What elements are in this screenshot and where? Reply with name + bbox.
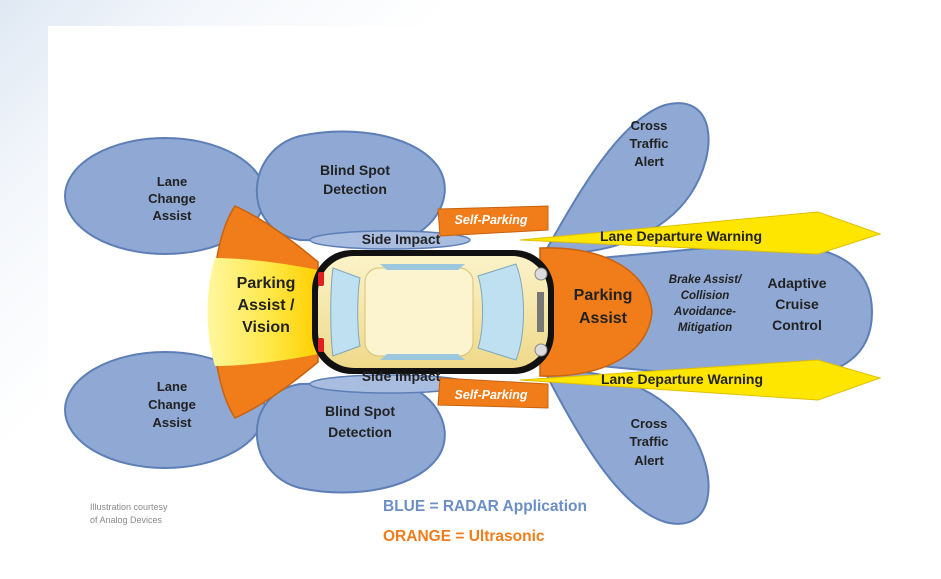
lane-departure-top-zone xyxy=(519,211,882,255)
svg-text:Lane: Lane xyxy=(157,379,187,394)
svg-text:Assist /: Assist / xyxy=(238,297,295,314)
parking-front-zone xyxy=(539,247,653,377)
svg-text:Avoidance-: Avoidance- xyxy=(673,306,736,318)
label-parking-rear: Parking Assist / Vision xyxy=(237,275,296,336)
label-self-parking-bottom: Self-Parking xyxy=(455,388,528,402)
side-impact-top-zone xyxy=(309,230,471,250)
self-parking-top-zone xyxy=(437,205,549,237)
svg-text:Adaptive: Adaptive xyxy=(767,275,826,291)
blind-spot-bottom-zone xyxy=(255,380,446,494)
svg-text:Cross: Cross xyxy=(631,416,668,431)
label-lane-departure-bottom: Lane Departure Warning xyxy=(601,371,763,387)
label-lane-departure-top: Lane Departure Warning xyxy=(600,228,762,244)
label-self-parking-top: Self-Parking xyxy=(455,213,528,227)
parking-rear-zone xyxy=(207,205,319,419)
svg-text:Alert: Alert xyxy=(634,154,664,169)
credit-line-2: of Analog Devices xyxy=(90,515,163,525)
label-brake-assist: Brake Assist/ Collision Avoidance- Mitig… xyxy=(669,274,743,334)
label-parking-front: Parking Assist xyxy=(574,287,633,327)
blind-spot-top-zone xyxy=(255,130,446,244)
label-lane-change-top: Lane Change Assist xyxy=(148,174,196,223)
svg-text:Vision: Vision xyxy=(242,319,290,336)
svg-text:Assist: Assist xyxy=(152,415,192,430)
label-side-impact-bottom: Side Impact xyxy=(362,368,441,384)
label-blind-spot-top: Blind Spot Detection xyxy=(320,162,390,197)
svg-text:Change: Change xyxy=(148,397,196,412)
svg-text:Mitigation: Mitigation xyxy=(678,322,732,334)
svg-text:Blind Spot: Blind Spot xyxy=(325,403,395,419)
svg-text:Brake Assist/: Brake Assist/ xyxy=(669,274,743,286)
svg-text:Control: Control xyxy=(772,317,822,333)
svg-text:Detection: Detection xyxy=(323,181,387,197)
label-cross-traffic-bottom: Cross Traffic Alert xyxy=(629,416,668,468)
svg-text:Collision: Collision xyxy=(681,290,730,302)
svg-text:Blind Spot: Blind Spot xyxy=(320,162,390,178)
svg-text:Assist: Assist xyxy=(152,208,192,223)
svg-text:Change: Change xyxy=(148,191,196,206)
svg-text:Cruise: Cruise xyxy=(775,296,819,312)
svg-text:Detection: Detection xyxy=(328,424,392,440)
svg-text:Parking: Parking xyxy=(574,287,633,304)
label-side-impact-top: Side Impact xyxy=(362,231,441,247)
label-blind-spot-bottom: Blind Spot Detection xyxy=(325,403,395,440)
label-cross-traffic-top: Cross Traffic Alert xyxy=(629,118,668,169)
svg-text:Traffic: Traffic xyxy=(629,136,668,151)
svg-text:Parking: Parking xyxy=(237,275,296,292)
credit-line-1: Illustration courtesy xyxy=(90,502,168,512)
svg-text:Alert: Alert xyxy=(634,453,664,468)
illustration-credit: Illustration courtesy of Analog Devices xyxy=(90,501,210,527)
svg-text:Assist: Assist xyxy=(579,310,628,327)
car-top-view xyxy=(312,250,554,374)
legend-radar: BLUE = RADAR Application xyxy=(383,498,587,515)
label-lane-change-bottom: Lane Change Assist xyxy=(148,379,196,430)
svg-text:Cross: Cross xyxy=(631,118,668,133)
self-parking-bottom-zone xyxy=(437,377,549,409)
lane-departure-bottom-zone xyxy=(519,359,882,401)
svg-text:Traffic: Traffic xyxy=(629,434,668,449)
svg-text:Lane: Lane xyxy=(157,174,187,189)
label-adaptive-cruise: Adaptive Cruise Control xyxy=(767,275,826,333)
legend-ultrasonic: ORANGE = Ultrasonic xyxy=(383,528,545,545)
